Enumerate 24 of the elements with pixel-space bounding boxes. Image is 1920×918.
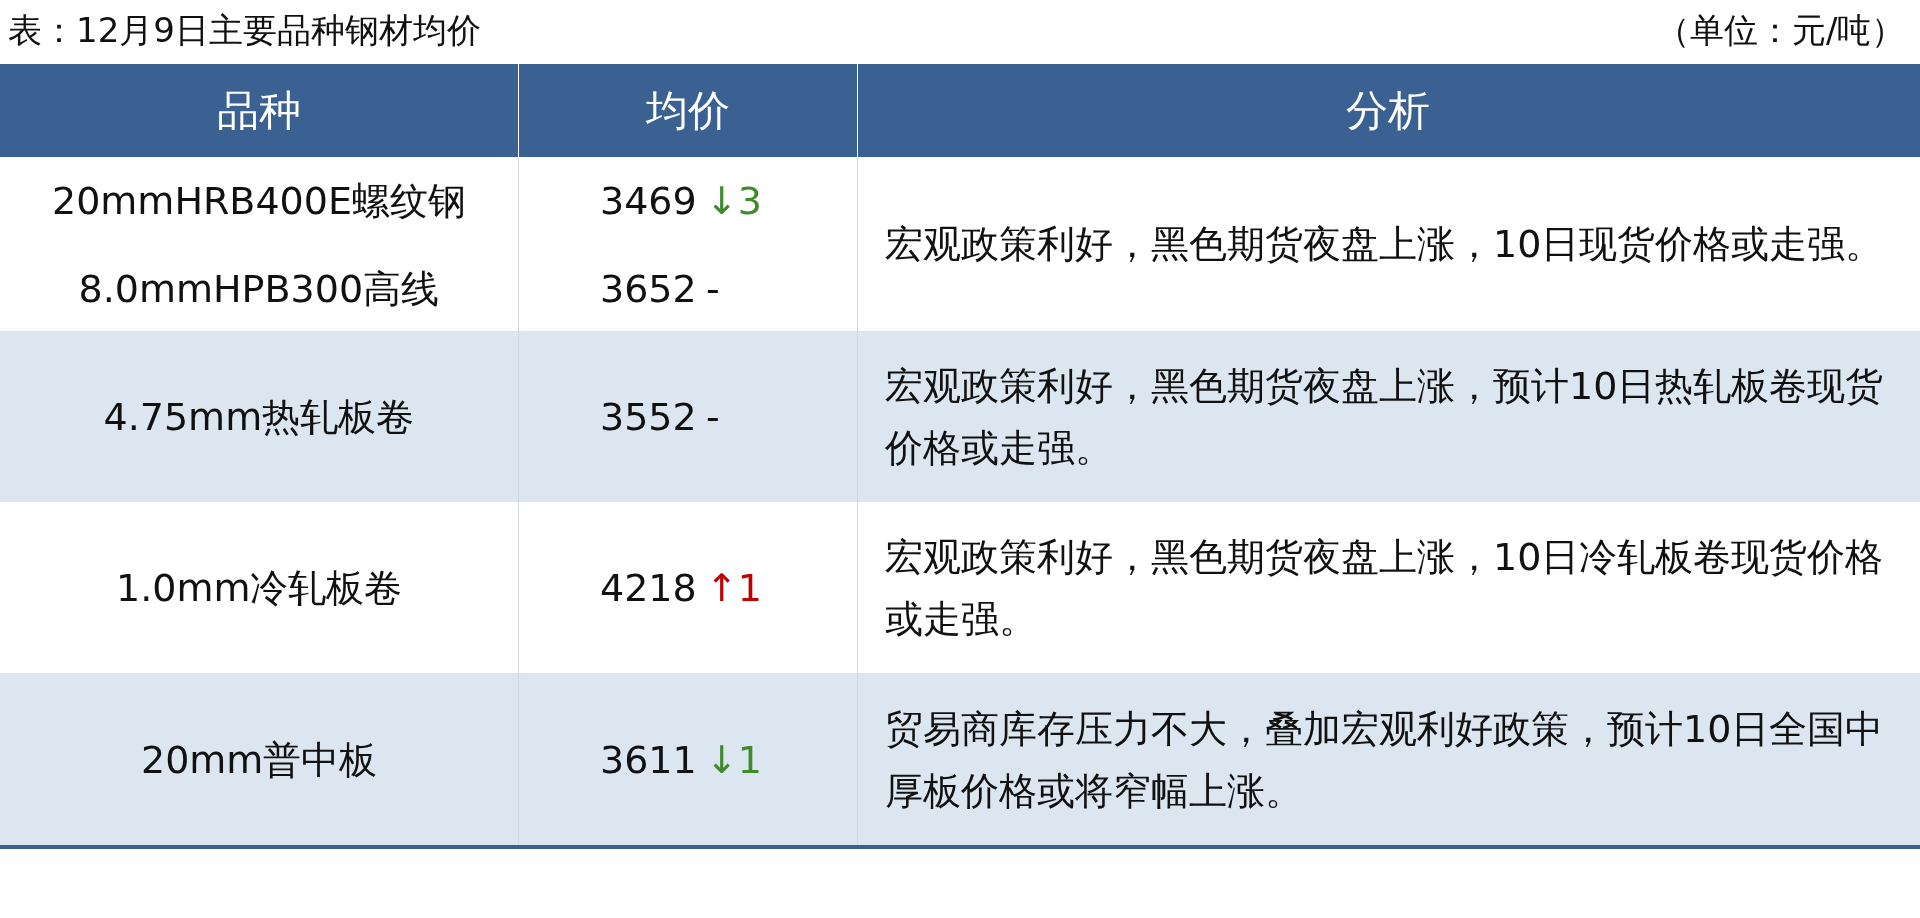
analysis-text: 宏观政策利好，黑色期货夜盘上涨，预计10日热轧板卷现货价格或走强。 bbox=[885, 363, 1885, 472]
price-change: ↑1 bbox=[706, 565, 763, 612]
analysis-text: 宏观政策利好，黑色期货夜盘上涨，10日冷轧板卷现货价格或走强。 bbox=[885, 534, 1885, 643]
price-value: 3469 bbox=[600, 178, 697, 225]
price-change: - bbox=[706, 394, 720, 441]
unit-note: （单位：元/吨） bbox=[1656, 9, 1906, 52]
price-value: 3652 bbox=[600, 266, 697, 313]
column-header: 均价 bbox=[646, 87, 730, 135]
table-title: 表：12月9日主要品种钢材均价 bbox=[8, 9, 481, 52]
variety-name: 1.0mm冷轧板卷 bbox=[116, 565, 403, 612]
column-header: 分析 bbox=[1346, 87, 1430, 135]
variety-name: 8.0mmHPB300高线 bbox=[78, 266, 440, 313]
price-change: ↓1 bbox=[706, 737, 763, 784]
price-change: ↓3 bbox=[706, 178, 763, 225]
variety-name: 20mmHRB400E螺纹钢 bbox=[52, 178, 466, 225]
analysis-text: 宏观政策利好，黑色期货夜盘上涨，10日现货价格或走强。 bbox=[885, 221, 1885, 268]
analysis-text: 贸易商库存压力不大，叠加宏观利好政策，预计10日全国中厚板价格或将窄幅上涨。 bbox=[885, 706, 1885, 815]
variety-name: 20mm普中板 bbox=[141, 737, 378, 784]
variety-name: 4.75mm热轧板卷 bbox=[103, 394, 415, 441]
price-change: - bbox=[706, 266, 720, 313]
column-header: 品种 bbox=[217, 87, 301, 135]
price-value: 3611 bbox=[600, 737, 697, 784]
price-value: 4218 bbox=[600, 565, 697, 612]
price-value: 3552 bbox=[600, 394, 697, 441]
